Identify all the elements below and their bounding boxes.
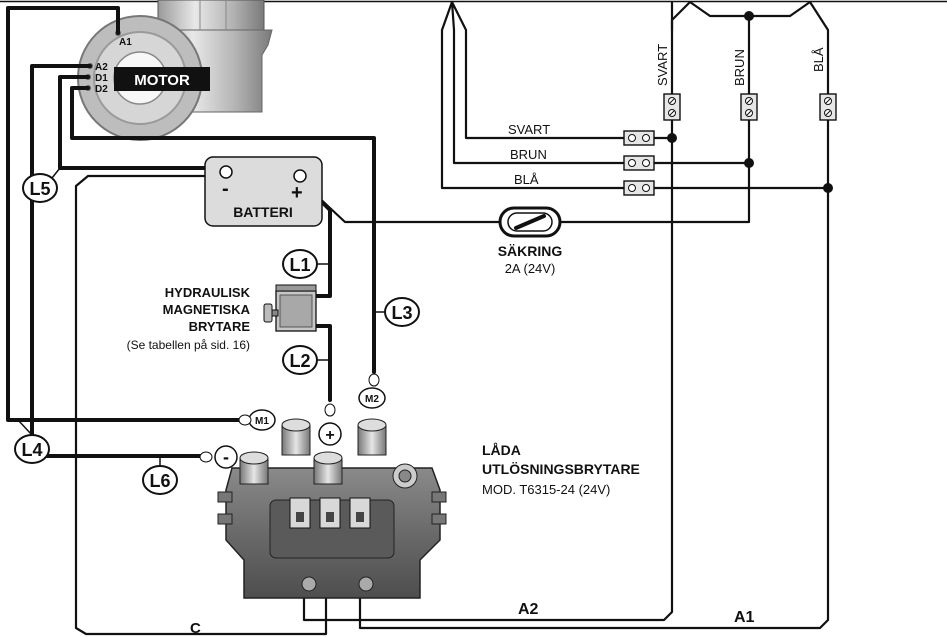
svg-text:+: +	[325, 427, 334, 444]
battery-minus-terminal	[219, 165, 233, 179]
wire-L2	[312, 324, 332, 402]
terminal-a1-label: A1	[119, 37, 132, 48]
box-model: MOD. T6315-24 (24V)	[482, 482, 610, 497]
fuse-rating: 2A (24V)	[505, 261, 556, 276]
wire-label-bla: BLÅ	[514, 172, 539, 187]
svg-text:L1: L1	[289, 255, 310, 275]
wire-label-A2: A2	[518, 601, 539, 618]
wire-label-svart: SVART	[508, 122, 550, 137]
wire-label-brun-vertical: BRUN	[732, 49, 747, 86]
wire-L5	[58, 75, 227, 170]
breaker-line2: MAGNETISKA	[163, 302, 251, 317]
terminal-d1-label: D1	[95, 73, 108, 84]
svg-text:L6: L6	[149, 471, 170, 491]
fuse-label: SÄKRING	[498, 243, 563, 259]
svg-text:L4: L4	[21, 440, 42, 460]
terminal-d2-label: D2	[95, 84, 108, 95]
post-marker-plus: +	[318, 403, 342, 446]
wire-label-brun: BRUN	[510, 147, 547, 162]
svg-text:M1: M1	[255, 416, 269, 427]
post-marker-M2: M2	[358, 373, 386, 409]
wire-label-bla-vertical: BLÅ	[811, 47, 826, 72]
wire-L4	[6, 6, 242, 422]
box-line1: LÅDA	[482, 442, 521, 458]
wire-label-svart-vertical: SVART	[655, 44, 670, 86]
breaker-line1: HYDRAULISK	[165, 285, 251, 300]
breaker-line3: BRYTARE	[189, 319, 251, 334]
callout-L2: L2	[282, 345, 330, 375]
callout-L4: L4	[14, 419, 50, 464]
battery-plus-terminal	[293, 169, 307, 183]
fuse: SÄKRING 2A (24V)	[498, 206, 563, 276]
callout-L5: L5	[22, 167, 61, 203]
terminal-a2-label: A2	[95, 62, 108, 73]
terminal-block-svart	[663, 93, 681, 121]
post-marker-M1: M1	[248, 409, 276, 431]
wire-L3	[70, 86, 376, 374]
motor: MOTOR A1 A2 D1 D2	[77, 0, 273, 141]
battery-minus-sign: -	[222, 178, 229, 200]
svg-text:-: -	[223, 447, 229, 467]
wire-A1	[358, 186, 830, 630]
battery: - + BATTERI	[204, 156, 323, 227]
battery-label: BATTERI	[233, 204, 293, 220]
svg-text:L2: L2	[289, 351, 310, 371]
wire-C	[74, 174, 328, 636]
motor-label: MOTOR	[134, 72, 190, 89]
svg-text:L5: L5	[29, 179, 50, 199]
svg-text:L3: L3	[391, 303, 412, 323]
terminal-block-brun	[740, 93, 758, 121]
post-marker-minus: -	[199, 445, 238, 469]
wire-L6	[30, 64, 212, 458]
box-line2: UTLÖSNINGSBRYTARE	[482, 461, 640, 477]
breaker-note: (Se tabellen på sid. 16)	[127, 338, 250, 352]
terminal-block-bla	[819, 93, 837, 121]
wire-label-A1: A1	[734, 609, 755, 626]
solenoid-box	[217, 418, 447, 599]
callout-L3: L3	[374, 297, 420, 327]
hydraulic-magnetic-breaker: HYDRAULISK MAGNETISKA BRYTARE (Se tabell…	[127, 284, 317, 352]
wire-label-C: C	[190, 620, 201, 637]
callout-L6: L6	[142, 456, 178, 495]
svg-text:M2: M2	[365, 394, 379, 405]
callout-L1: L1	[282, 249, 330, 279]
terminal-block-row	[623, 130, 655, 196]
battery-plus-sign: +	[291, 182, 303, 204]
